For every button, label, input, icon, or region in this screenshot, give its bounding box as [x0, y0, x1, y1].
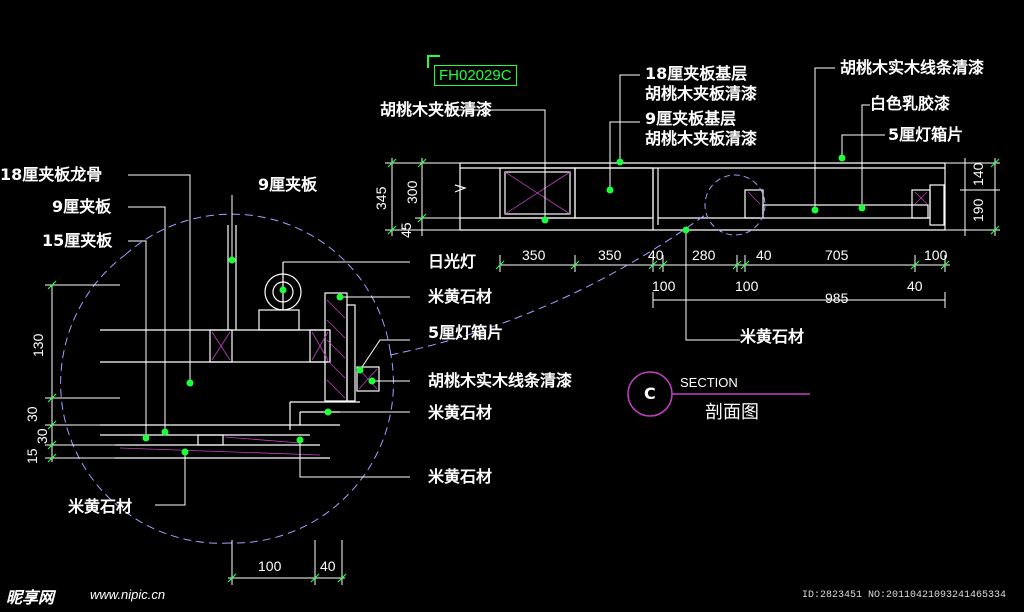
- dim-350-a: 350: [522, 247, 546, 263]
- dim-190: 190: [970, 198, 986, 222]
- dim-140: 140: [970, 162, 986, 186]
- label-fluorescent: 日光灯: [428, 252, 477, 271]
- dim-30-a: 30: [24, 406, 40, 422]
- label-ply9-left: 9厘夹板: [52, 197, 112, 216]
- label-walnut-veneer-top: 胡桃木夹板清漆: [380, 100, 493, 119]
- dim-300: 300: [404, 180, 420, 204]
- dim-45: 45: [398, 222, 414, 238]
- label-walnut-veneer-b: 胡桃木夹板清漆: [645, 129, 758, 148]
- detail-leader-dots: [142, 256, 376, 456]
- watermark-brand: 昵享网: [6, 588, 55, 607]
- label-beige-stone-5: 米黄石材: [68, 497, 133, 516]
- dim-350-b: 350: [598, 247, 622, 263]
- label-walnut-strip: 胡桃木实木线条清漆: [428, 371, 573, 390]
- upper-section-outline: [454, 162, 946, 231]
- detail-hatch: [119, 299, 378, 456]
- detail-dim-ticks: [47, 280, 347, 583]
- section-title: 剖面图: [705, 402, 759, 423]
- section-letter: C: [644, 384, 656, 403]
- dim-detail-40: 40: [320, 558, 336, 574]
- upper-hatch: [504, 171, 928, 215]
- dim-280: 280: [692, 247, 716, 263]
- dimension-ticks: [387, 158, 1000, 270]
- dim-985: 985: [825, 290, 849, 306]
- dim-40-b: 40: [756, 247, 772, 263]
- label-ply15: 15厘夹板: [42, 231, 113, 250]
- dim-100-top: 100: [924, 247, 948, 263]
- detail-structure: [100, 225, 380, 459]
- detail-leaders: [128, 174, 410, 506]
- dim-detail-100: 100: [258, 558, 282, 574]
- dim-705: 705: [825, 247, 849, 263]
- label-white-latex: 白色乳胶漆: [870, 94, 951, 113]
- label-ply18-joist: 18厘夹板龙骨: [0, 165, 103, 184]
- label-walnut-veneer-a: 胡桃木夹板清漆: [645, 84, 758, 103]
- dim-130: 130: [30, 333, 46, 357]
- dim-40-a: 40: [648, 247, 664, 263]
- dim-15: 15: [24, 448, 40, 464]
- dim-100-mid-a: 100: [652, 278, 676, 294]
- dim-100-mid-b: 100: [735, 278, 759, 294]
- upper-leaders: [455, 67, 885, 341]
- section-word: SECTION: [680, 375, 738, 390]
- code-bracket: [427, 55, 440, 68]
- dim-40-mid: 40: [907, 278, 923, 294]
- callout-link: [389, 214, 706, 356]
- label-ply18-base: 18厘夹板基层: [645, 64, 748, 83]
- label-ply9-base: 9厘夹板基层: [645, 109, 737, 128]
- dim-345: 345: [373, 186, 389, 210]
- label-beige-stone-1: 米黄石材: [428, 287, 493, 306]
- label-walnut-strip-top: 胡桃木实木线条清漆: [840, 58, 985, 77]
- label-lightbox5: 5厘灯箱片: [428, 323, 504, 342]
- watermark-url: www.nipic.cn: [90, 587, 166, 602]
- drawing-code: FH02029C: [434, 65, 517, 86]
- label-beige-stone-2: 米黄石材: [428, 403, 493, 422]
- upper-leader-dots: [541, 154, 866, 234]
- label-beige-stone-3: 米黄石材: [428, 467, 493, 486]
- label-lightbox5-top: 5厘灯箱片: [888, 125, 964, 144]
- label-beige-stone-4: 米黄石材: [740, 327, 805, 346]
- label-ply9: 9厘夹板: [258, 175, 318, 194]
- image-meta: ID:2823451 NO:20110421093241465334: [802, 590, 1007, 601]
- detail-callout-circle: [704, 174, 766, 236]
- dim-30-b: 30: [34, 428, 50, 444]
